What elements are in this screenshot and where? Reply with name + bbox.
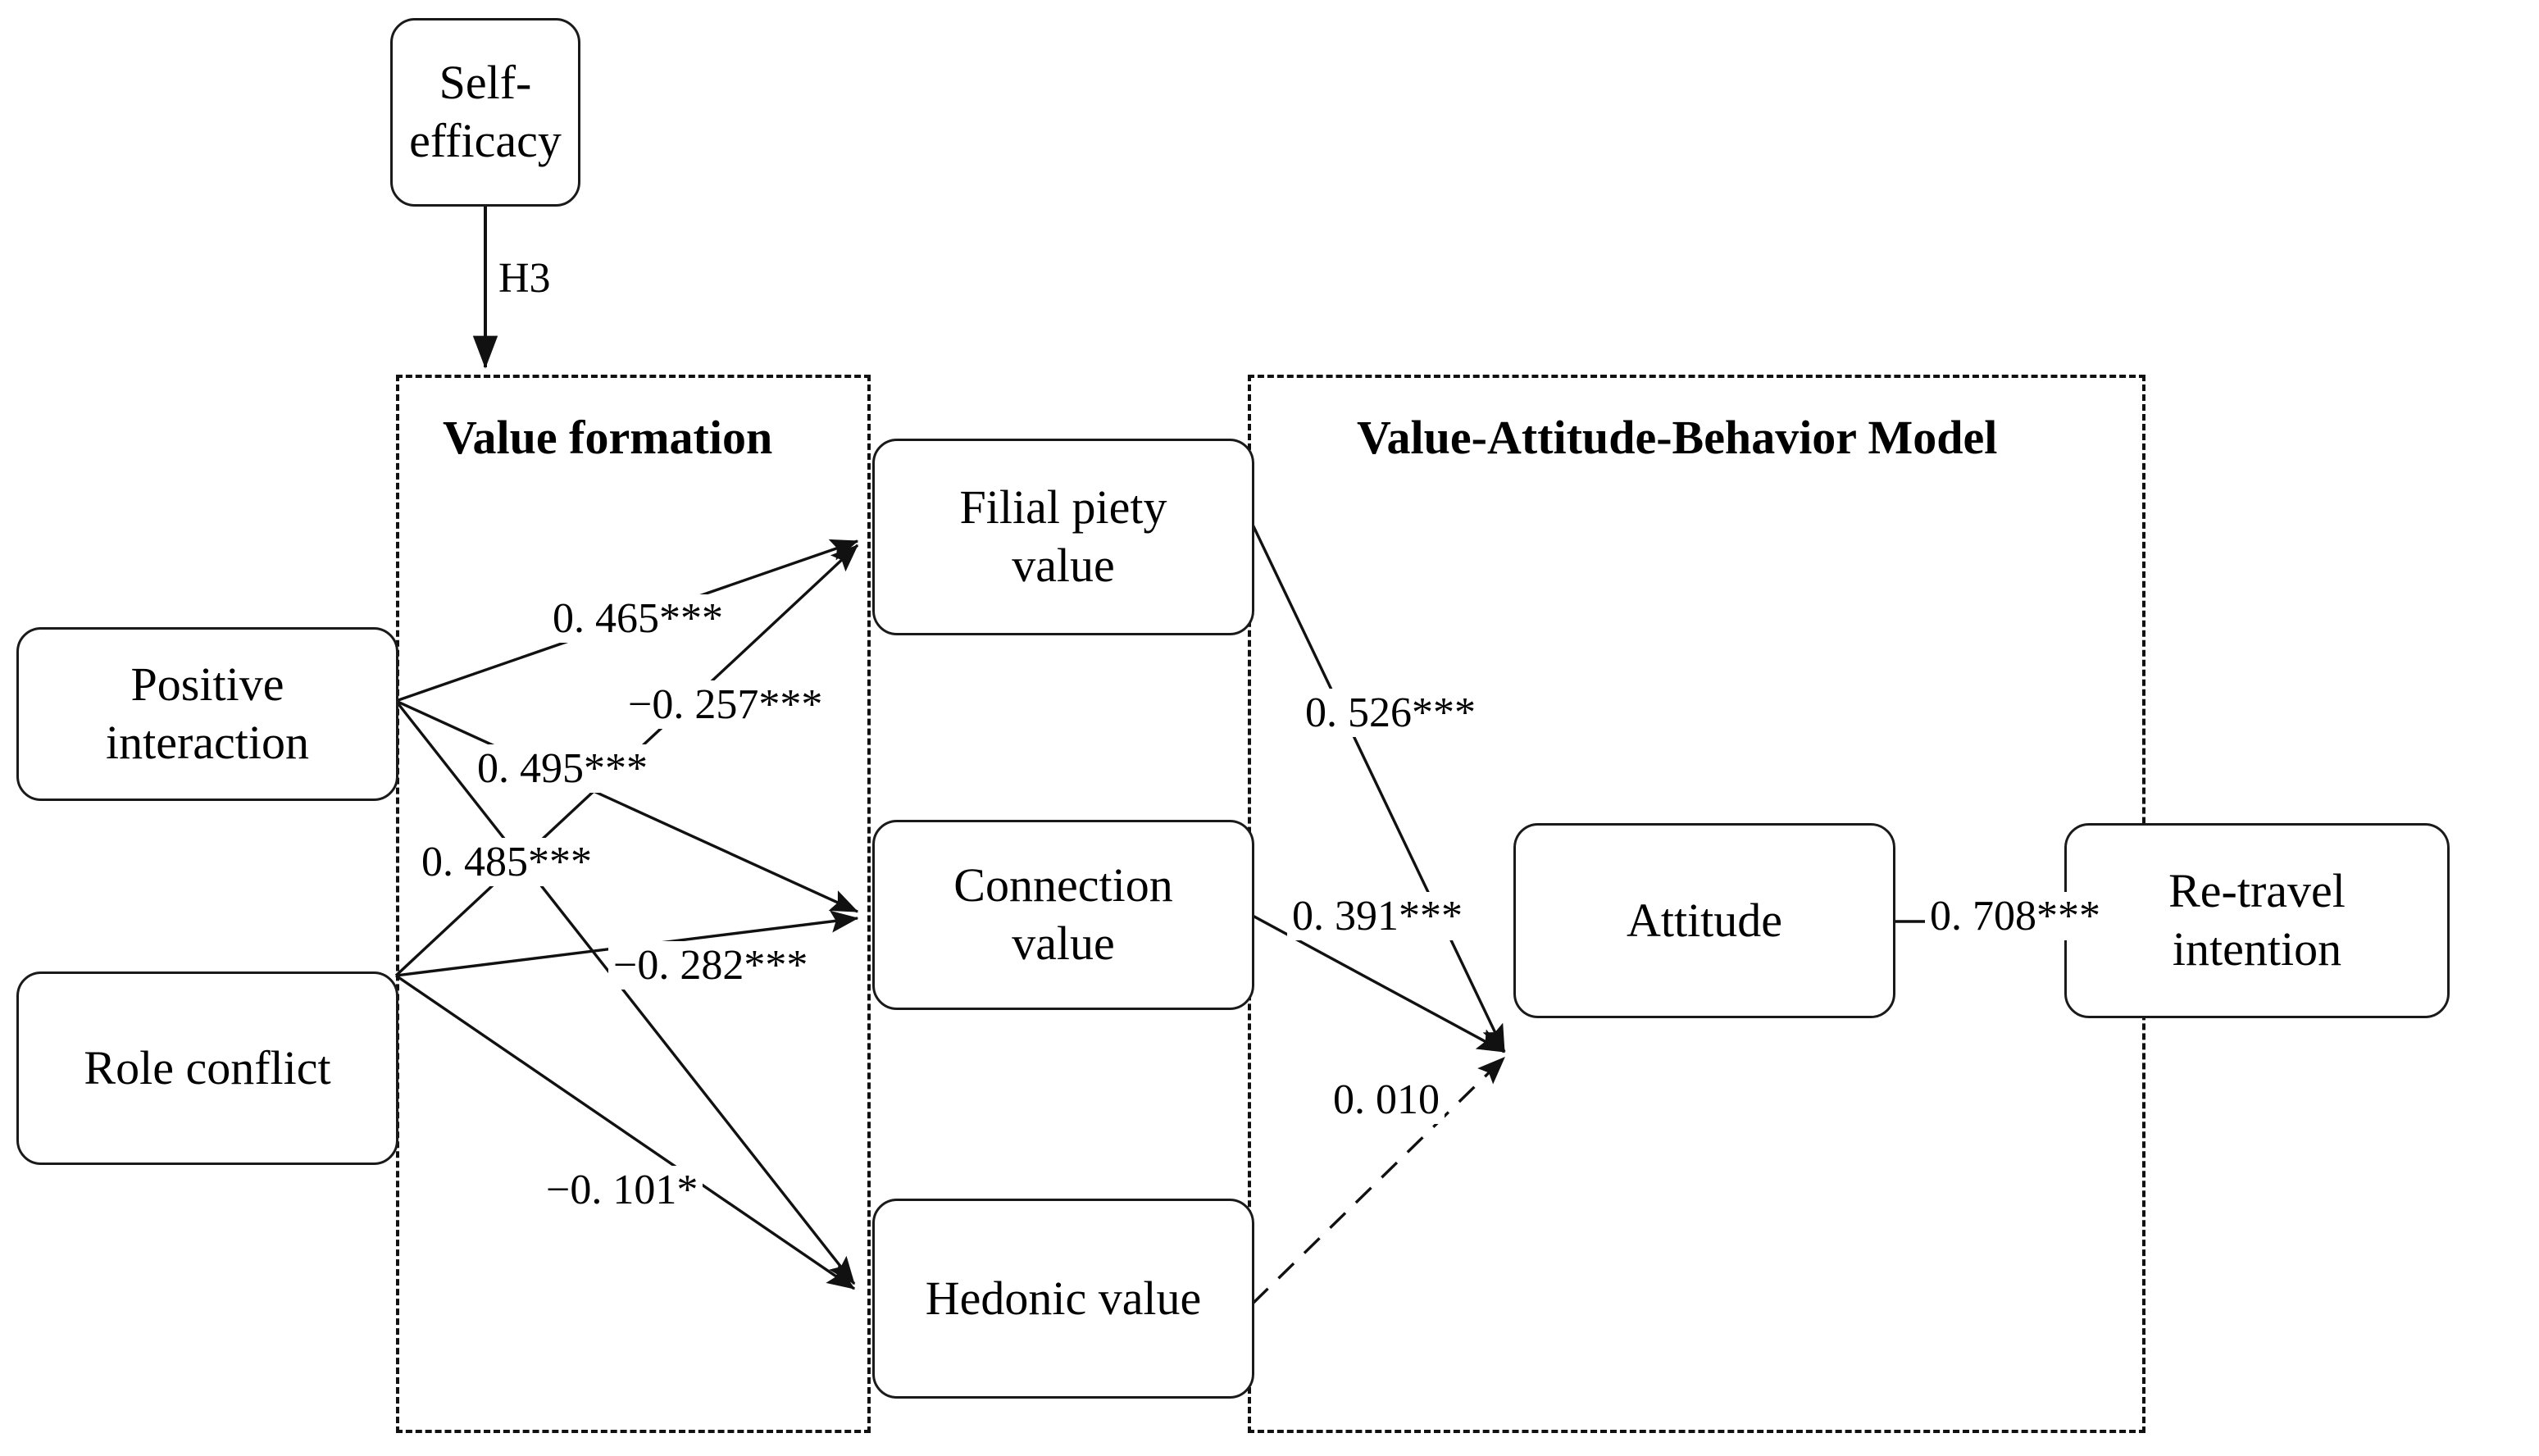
node-filial-piety-value[interactable]: Filial piety value — [872, 439, 1254, 635]
node-label-positive-interaction-line2: interaction — [105, 716, 309, 769]
edge-label-pi-cv: 0. 495*** — [472, 744, 653, 793]
node-attitude[interactable]: Attitude — [1513, 823, 1895, 1018]
node-label-connection-value-line2: value — [1012, 917, 1115, 970]
node-connection-value[interactable]: Connection value — [872, 820, 1254, 1010]
node-positive-interaction[interactable]: Positive interaction — [16, 627, 398, 801]
edge-label-pi-hv: 0. 485*** — [416, 838, 597, 886]
node-role-conflict[interactable]: Role conflict — [16, 971, 398, 1165]
panel-value-formation — [396, 375, 871, 1433]
node-hedonic-value[interactable]: Hedonic value — [872, 1199, 1254, 1399]
edge-label-rc-hv: −0. 101* — [541, 1166, 703, 1214]
edge-label-fpv-att: 0. 526*** — [1300, 689, 1481, 737]
node-label-role-conflict: Role conflict — [84, 1040, 331, 1094]
edge-label-att-rti: 0. 708*** — [1925, 892, 2105, 940]
edge-label-h3: H3 — [492, 254, 557, 303]
edge-label-pi-fpv: 0. 465*** — [548, 594, 728, 643]
edge-label-rc-cv: −0. 282*** — [608, 941, 813, 990]
node-label-connection-value-line1: Connection — [953, 858, 1173, 912]
node-label-re-travel-intention-line2: intention — [2172, 922, 2342, 976]
node-label-hedonic-value: Hedonic value — [925, 1271, 1202, 1325]
node-label-attitude: Attitude — [1626, 893, 1783, 947]
edge-label-rc-fpv: −0. 257*** — [623, 680, 828, 729]
node-label-re-travel-intention-line1: Re-travel — [2168, 864, 2346, 918]
panel-title-vab-model: Value-Attitude-Behavior Model — [1357, 411, 1998, 464]
node-label-positive-interaction-line1: Positive — [130, 657, 284, 712]
node-label-self-efficacy: Self-efficacy — [409, 56, 562, 167]
node-label-filial-piety-value-line2: value — [1012, 539, 1115, 592]
node-self-efficacy[interactable]: Self-efficacy — [390, 18, 580, 207]
node-label-filial-piety-value-line1: Filial piety — [959, 480, 1167, 535]
node-re-travel-intention[interactable]: Re-travel intention — [2064, 823, 2450, 1018]
panel-title-value-formation: Value formation — [443, 411, 773, 464]
edge-label-cv-att: 0. 391*** — [1287, 892, 1467, 940]
edge-label-hv-att: 0. 010 — [1328, 1076, 1445, 1124]
